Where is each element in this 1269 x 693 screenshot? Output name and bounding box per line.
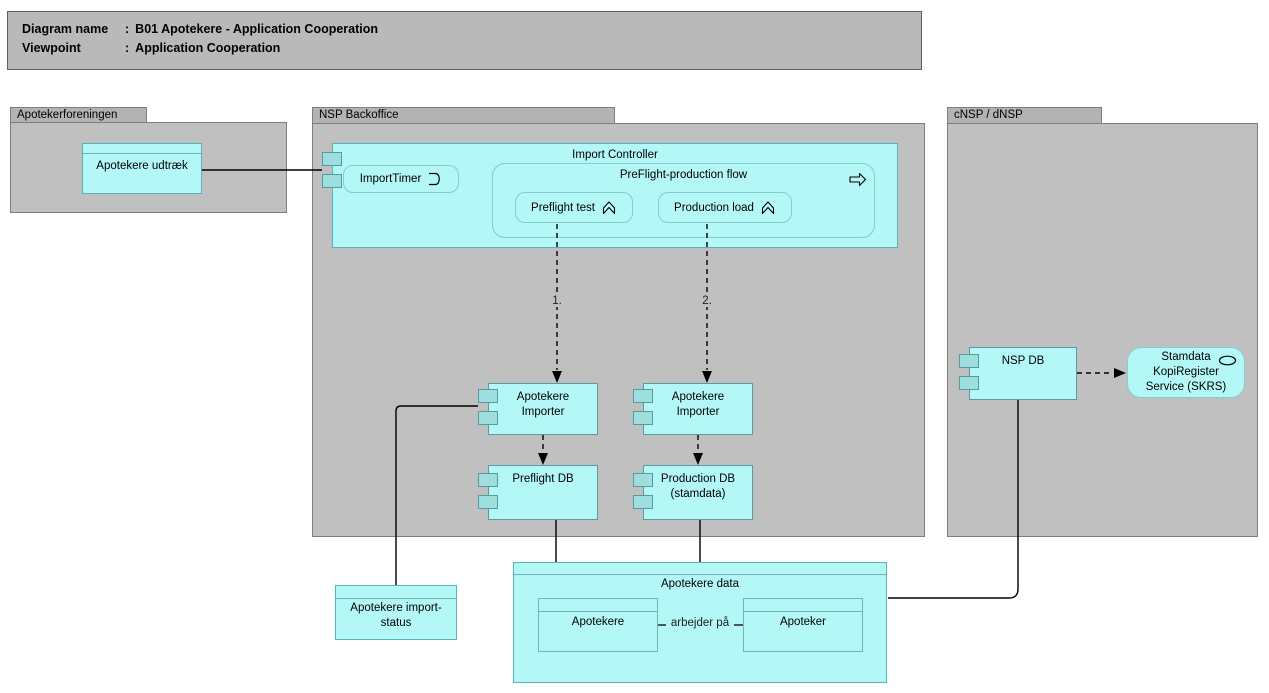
port (478, 495, 498, 509)
function-chevron-icon (761, 201, 775, 215)
node-import-timer[interactable]: ImportTimer (343, 165, 459, 193)
port (633, 473, 653, 487)
node-nsp-db[interactable]: NSP DB (969, 347, 1077, 400)
service-ellipse-icon (1218, 355, 1237, 366)
flow-1-label: 1. (546, 295, 568, 307)
node-production-load[interactable]: Production load (658, 192, 792, 223)
object-strip (336, 586, 456, 599)
function-chevron-icon (602, 201, 616, 215)
group-body-cnsp-dnsp[interactable] (947, 123, 1258, 537)
port (633, 411, 653, 425)
object-strip (514, 563, 886, 575)
port (959, 376, 979, 390)
viewpoint-value: Application Cooperation (135, 41, 281, 55)
port (633, 389, 653, 403)
viewpoint-label: Viewpoint (22, 41, 81, 55)
object-strip (744, 599, 862, 612)
flow-2-label: 2. (696, 295, 718, 307)
node-apotekere-object[interactable]: Apotekere (538, 598, 658, 652)
node-apoteker-object[interactable]: Apoteker (743, 598, 863, 652)
port (478, 411, 498, 425)
object-strip (83, 144, 201, 154)
viewpoint-row: Viewpoint:Application Cooperation (22, 39, 921, 58)
group-tab-nsp-backoffice[interactable]: NSP Backoffice (312, 107, 615, 123)
port (478, 473, 498, 487)
port (322, 174, 342, 188)
node-apotekere-importer-1[interactable]: Apotekere Importer (488, 383, 598, 435)
object-strip (539, 599, 657, 612)
group-tab-cnsp-dnsp[interactable]: cNSP / dNSP (947, 107, 1102, 123)
event-icon (429, 172, 441, 186)
diagram-name-value: B01 Apotekere - Application Cooperation (135, 22, 379, 36)
node-preflight-test[interactable]: Preflight test (515, 192, 633, 223)
port (478, 389, 498, 403)
arbejder-paa-label: arbejder på (666, 617, 734, 629)
node-apotekere-import-status[interactable]: Apotekere import- status (335, 585, 457, 640)
process-arrow-icon (849, 172, 867, 187)
node-preflight-db[interactable]: Preflight DB (488, 465, 598, 520)
port (322, 152, 342, 166)
node-apotekere-udtraek[interactable]: Apotekere udtræk (82, 143, 202, 194)
diagram-name-label: Diagram name (22, 22, 109, 36)
diagram-name-row: Diagram name:B01 Apotekere - Application… (22, 20, 921, 39)
node-skrs-service[interactable]: Stamdata KopiRegister Service (SKRS) (1127, 347, 1245, 398)
port (959, 354, 979, 368)
node-production-db[interactable]: Production DB (stamdata) (643, 465, 753, 520)
node-apotekere-importer-2[interactable]: Apotekere Importer (643, 383, 753, 435)
port (633, 495, 653, 509)
diagram-header: Diagram name:B01 Apotekere - Application… (7, 11, 922, 70)
group-tab-apotekerforeningen[interactable]: Apotekerforeningen (10, 107, 147, 122)
